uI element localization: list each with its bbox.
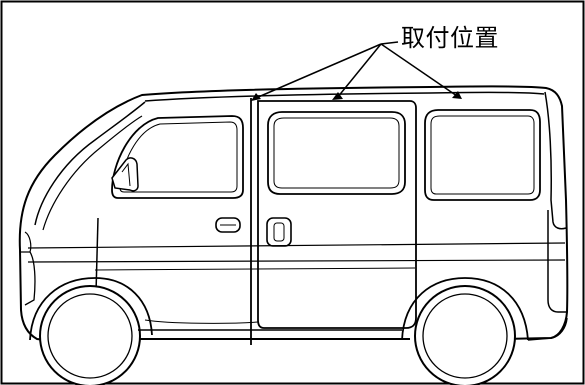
roof-line bbox=[144, 91, 545, 102]
rear-wheel-tire bbox=[414, 285, 516, 385]
front-wheel-rim bbox=[47, 293, 133, 379]
front-door-window-inner bbox=[119, 121, 238, 193]
front-door-window bbox=[111, 115, 244, 199]
callout-leader-rear bbox=[380, 43, 458, 97]
rear-quarter-window-inner bbox=[430, 115, 535, 195]
rear-quarter-window bbox=[424, 109, 541, 201]
body-belt-line-lower bbox=[27, 259, 566, 263]
body-side-molding bbox=[94, 267, 416, 271]
callout-leader-middle bbox=[336, 43, 382, 99]
lower-door-line bbox=[144, 319, 259, 324]
rear-bumper bbox=[527, 317, 568, 341]
sliding-door-handle bbox=[266, 217, 292, 247]
side-mirror bbox=[111, 157, 139, 192]
front-wheel-tire bbox=[39, 285, 141, 385]
body-belt-line-upper bbox=[27, 242, 566, 249]
callout-leaders bbox=[255, 41, 458, 99]
sliding-door-window bbox=[267, 111, 406, 195]
rear-wheel-rim bbox=[422, 293, 508, 379]
callout-leader-hub bbox=[380, 41, 399, 45]
mounting-position-label: 取付位置 bbox=[401, 24, 499, 52]
callout-leader-front bbox=[255, 43, 382, 99]
tail-light bbox=[547, 210, 566, 313]
rear-wheel-arch bbox=[401, 277, 529, 341]
sliding-door-outline bbox=[257, 100, 417, 329]
rear-pillar bbox=[544, 91, 567, 230]
sliding-door-window-inner bbox=[273, 117, 400, 189]
body-outline bbox=[18, 85, 569, 343]
attachment-point-marker-middle bbox=[332, 92, 343, 100]
windshield-pillar bbox=[34, 101, 146, 226]
headlamp-edge bbox=[24, 231, 32, 253]
attachment-point-marker-rear bbox=[452, 91, 462, 99]
front-door-handle bbox=[215, 217, 241, 233]
front-bumper bbox=[20, 251, 36, 306]
sliding-door-handle-inner bbox=[273, 222, 285, 242]
attachment-point-marker-front bbox=[251, 93, 261, 101]
side-mirror-detail bbox=[121, 162, 131, 187]
front-wheel-arch bbox=[29, 277, 153, 341]
windshield-inner-line bbox=[42, 115, 143, 231]
